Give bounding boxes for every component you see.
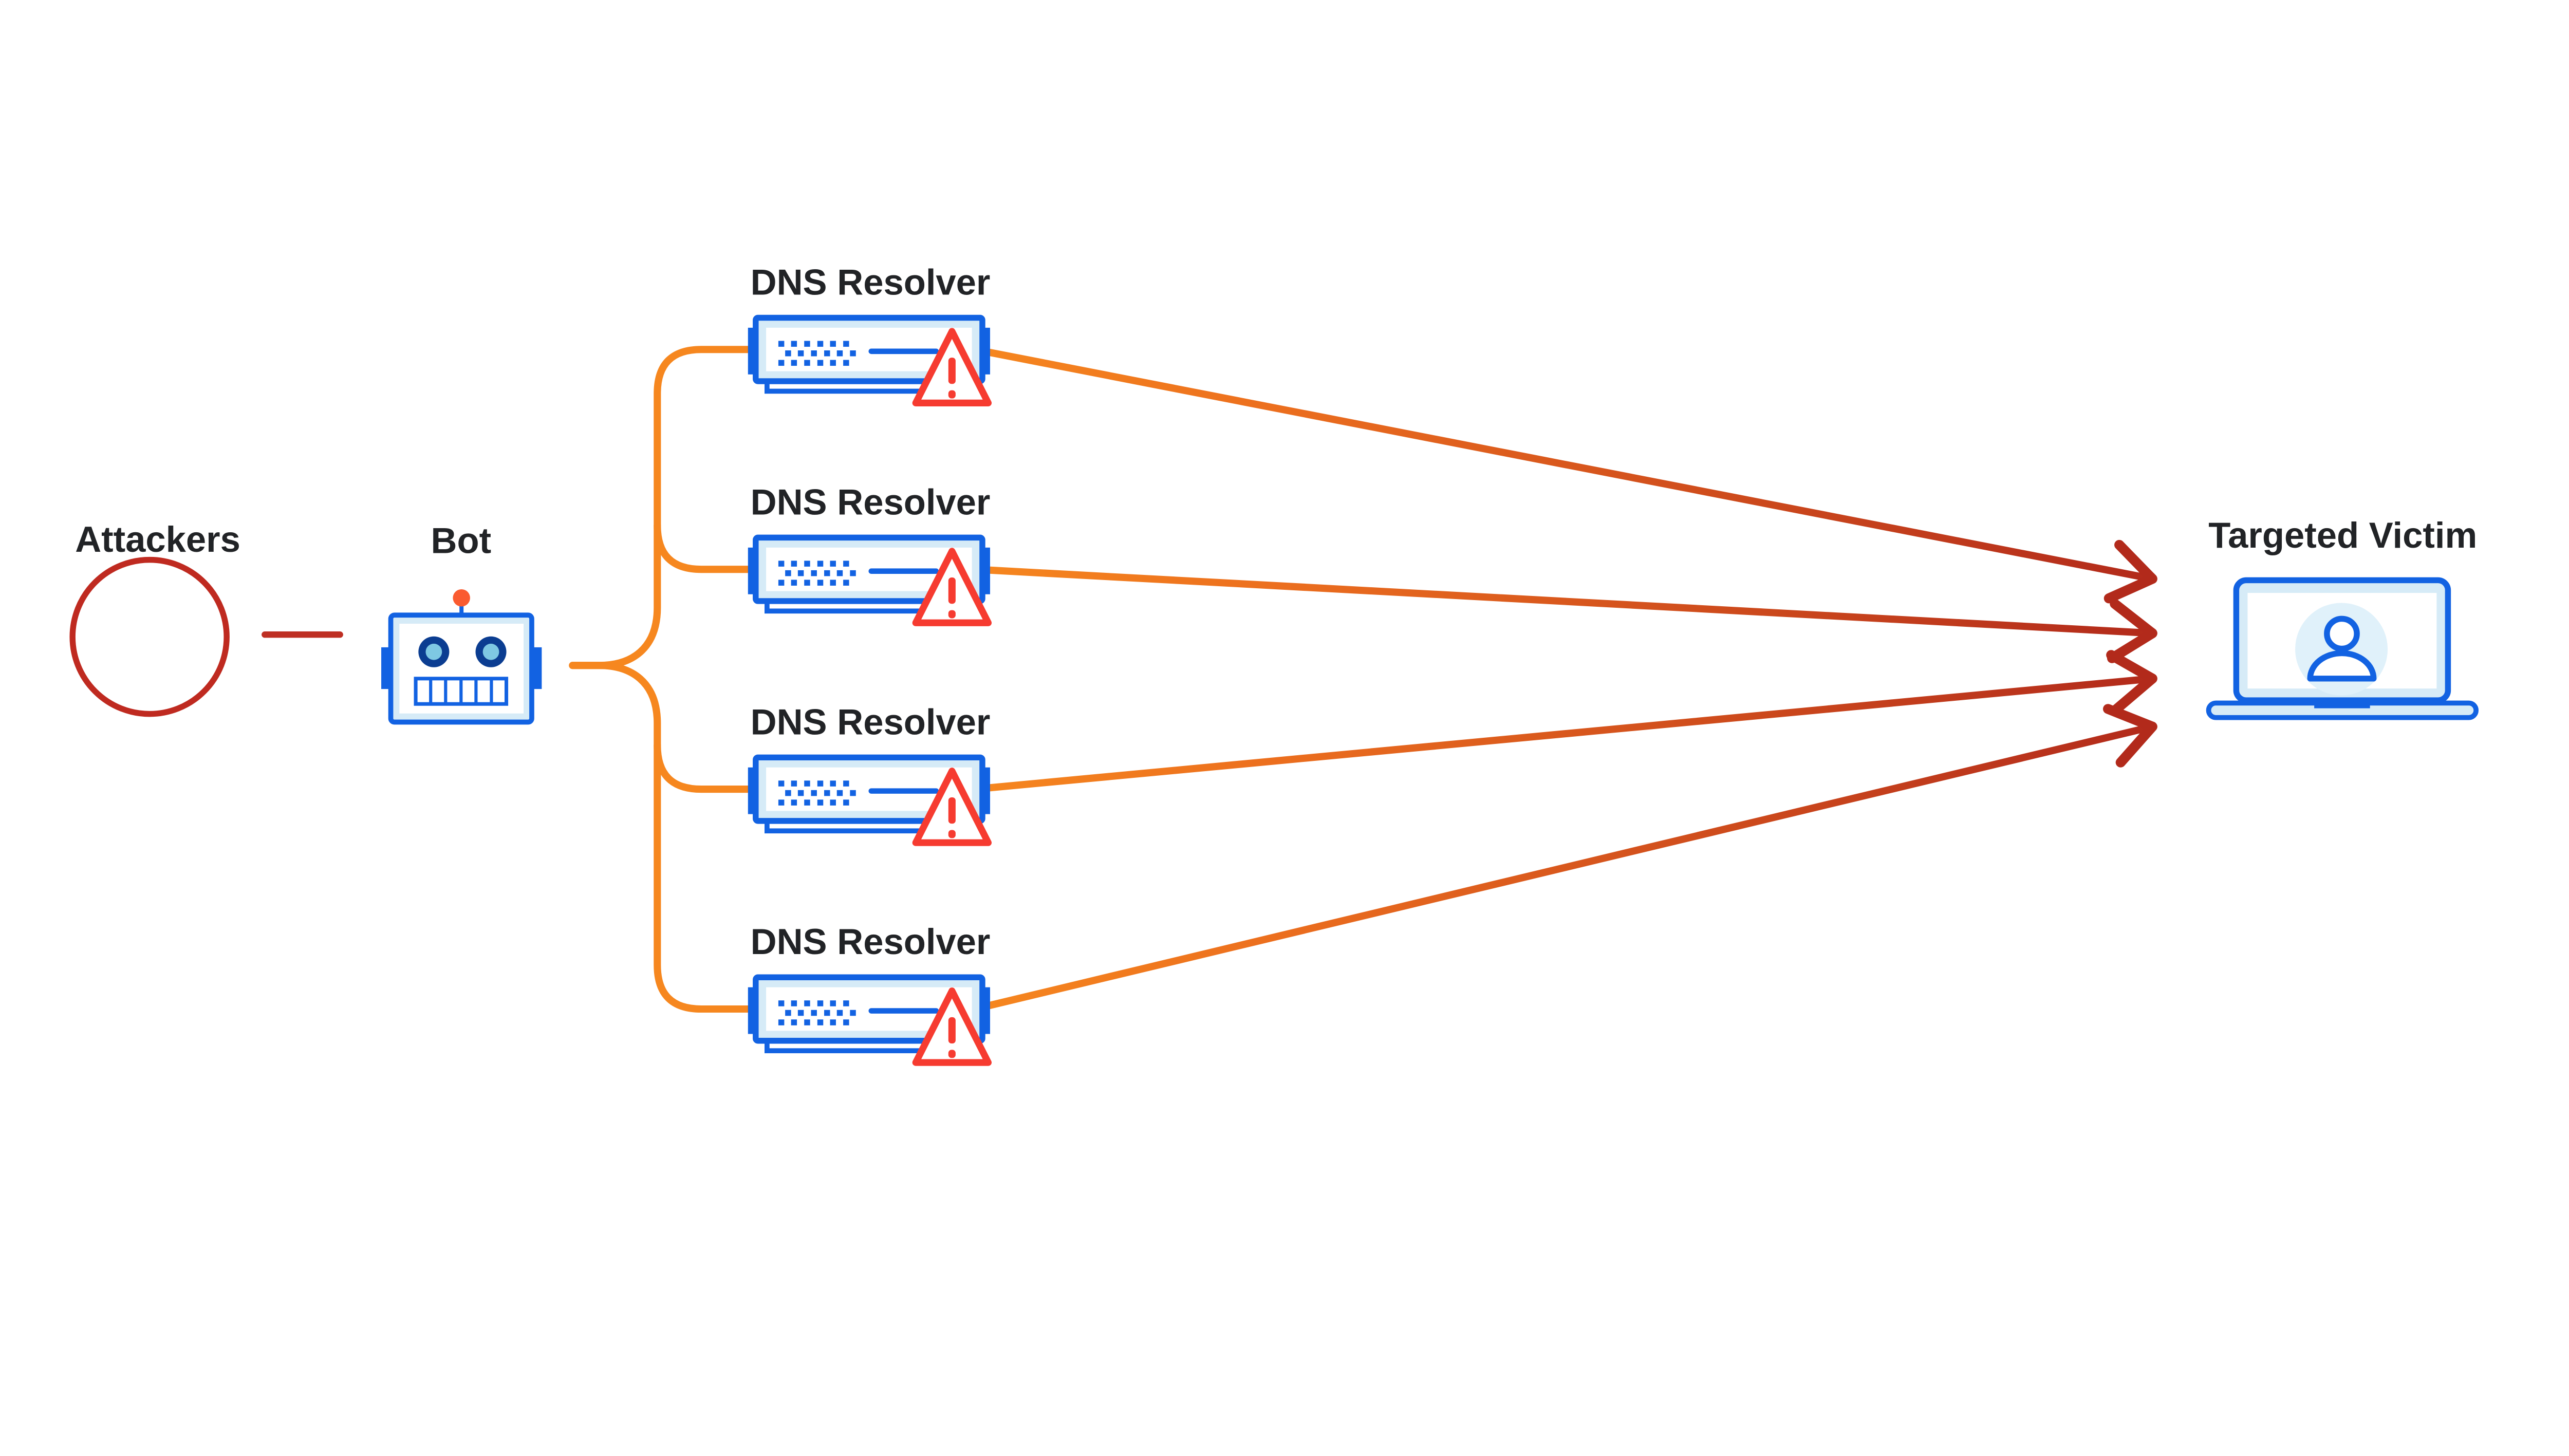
attack-line-3 (971, 675, 2156, 793)
resolver-label: DNS Resolver (751, 262, 991, 302)
dns-resolver-node-3: DNS Resolver (748, 701, 991, 843)
victim-node: Targeted Victim (2206, 515, 2479, 720)
dns-resolver-node-2: DNS Resolver (748, 481, 991, 623)
bot-node: Bot (381, 520, 542, 725)
arrowhead-icon (2103, 539, 2157, 604)
victim-label: Targeted Victim (2208, 515, 2477, 555)
bot-label: Bot (431, 520, 492, 561)
bot-to-resolver-links (569, 346, 756, 1013)
laptop-user-icon (2206, 577, 2479, 720)
canvas-background (0, 0, 2569, 1284)
attack-line-1 (971, 346, 2156, 583)
resolver-label: DNS Resolver (751, 701, 991, 742)
server-icon (748, 318, 990, 403)
dns-resolver-node-1: DNS Resolver (748, 262, 991, 403)
ddos-attack-diagram: Attackers Bot (0, 0, 2569, 1284)
resolver-label: DNS Resolver (751, 481, 991, 522)
robot-mouth (414, 677, 509, 706)
user-icon (2324, 615, 2360, 652)
attacker-label: Attackers (75, 519, 240, 559)
arrowhead-icon (2102, 704, 2157, 768)
diagram-page: Attackers Bot (0, 0, 2569, 1284)
robot-icon (381, 589, 542, 725)
attack-line-2 (971, 566, 2156, 637)
attacker-ring (69, 556, 230, 717)
dns-resolver-node-4: DNS Resolver (748, 921, 991, 1062)
server-icon (748, 537, 990, 623)
botnet-branch-2 (654, 521, 756, 573)
attack-line-4 (971, 723, 2156, 1013)
server-icon (748, 977, 990, 1062)
botnet-branch-1 (569, 346, 756, 669)
antenna-dot (453, 589, 470, 607)
arrowhead-icon (2106, 650, 2157, 715)
user-shoulders (2307, 650, 2377, 682)
server-icon (748, 757, 990, 843)
arrowhead-icon (2107, 599, 2157, 663)
hacker-icon (69, 556, 230, 717)
resolver-label: DNS Resolver (751, 921, 991, 962)
botnet-branch-4 (569, 662, 756, 1013)
attacker-node: Attackers (69, 519, 240, 717)
resolver-to-victim-links (971, 346, 2157, 1013)
